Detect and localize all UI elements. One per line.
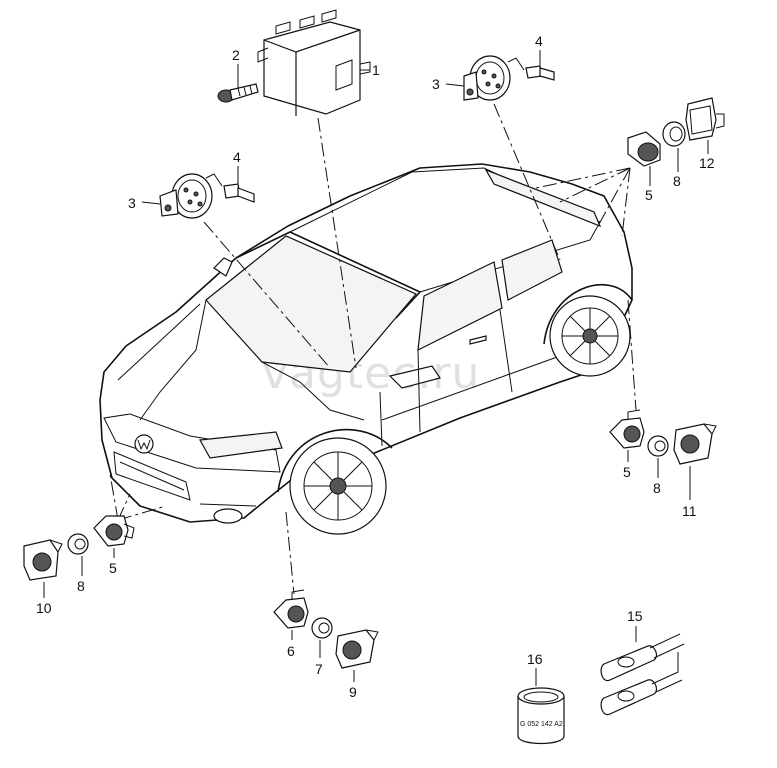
callout-6: 6 (287, 643, 295, 659)
parking-sensor-icon (627, 131, 661, 167)
decoupling-ring-icon (647, 435, 669, 457)
sleeve-label: G 052 142 A2 (520, 721, 563, 728)
bolt-icon (217, 83, 259, 103)
callout-9: 9 (349, 684, 357, 700)
callout-10: 10 (36, 600, 52, 616)
parking-sensor-icon (93, 515, 135, 547)
callout-1: 1 (372, 62, 380, 78)
leader-lines (109, 103, 637, 595)
screw-icon (525, 65, 555, 81)
wire-connector-icon (600, 633, 685, 716)
callout-12: 12 (699, 155, 715, 171)
callout-8-rear-upper: 8 (673, 173, 681, 189)
callout-8-rear-lower: 8 (653, 480, 661, 496)
callout-3-left: 3 (128, 195, 136, 211)
buzzer-icon (463, 55, 525, 101)
callout-11: 11 (682, 503, 697, 519)
sensor-bracket-icon (335, 629, 379, 669)
decoupling-ring-icon (67, 533, 89, 555)
car-outline (99, 163, 633, 535)
callout-16: 16 (527, 651, 543, 667)
buzzer-icon (159, 173, 223, 219)
decoupling-ring-icon (662, 121, 686, 147)
callout-4-top: 4 (535, 33, 543, 49)
callout-8-front-left: 8 (77, 578, 85, 594)
callout-4-left: 4 (233, 149, 241, 165)
sleeve-icon: G 052 142 A2 (517, 687, 565, 745)
control-unit-icon (257, 9, 371, 116)
parking-sensor-icon (609, 409, 645, 449)
sensor-bracket-icon (23, 539, 63, 581)
sensor-bracket-icon (673, 423, 717, 465)
decoupling-ring-icon (311, 617, 333, 639)
callout-3-top: 3 (432, 76, 440, 92)
screw-icon (223, 183, 255, 203)
callout-2: 2 (232, 47, 240, 63)
parking-sensor-icon (273, 589, 309, 629)
callout-5-rear-upper: 5 (645, 187, 653, 203)
callout-15: 15 (627, 608, 643, 624)
callout-7: 7 (315, 661, 323, 677)
callout-5-front-left: 5 (109, 560, 117, 576)
sensor-bracket-icon (685, 97, 725, 141)
callout-5-rear-lower: 5 (623, 464, 631, 480)
